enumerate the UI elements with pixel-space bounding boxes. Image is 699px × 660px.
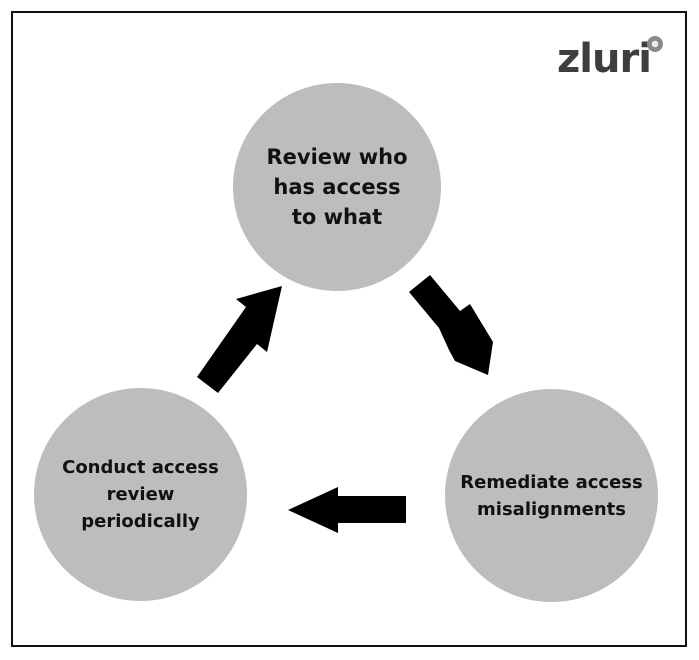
step-remediate-node: Remediate access misalignments [445,389,658,602]
logo-wordmark: zluri [557,36,652,82]
logo-dot-icon [647,36,663,52]
step-conduct-label: Conduct access review periodically [62,457,219,532]
step-review-node: Review who has access to what [233,83,441,291]
arrow-remediate-to-conduct-icon [288,487,406,533]
step-conduct-node: Conduct access review periodically [34,388,247,601]
step-remediate-label: Remediate access misalignments [460,471,643,520]
zluri-logo: zluri [557,34,667,84]
arrow-review-to-remediate-icon [409,275,493,375]
step-review-label: Review who has access to what [266,145,408,229]
arrow-conduct-to-review-icon [197,286,282,393]
